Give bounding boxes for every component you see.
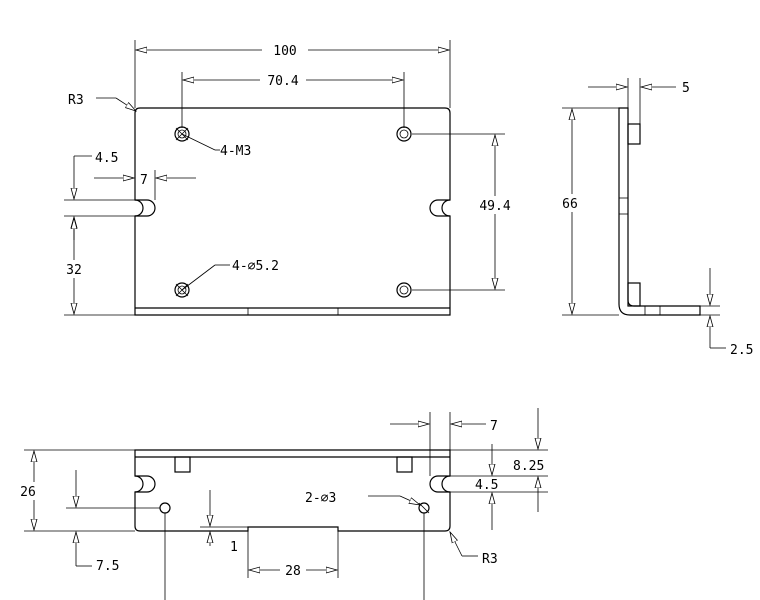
- dim-front-height: 26: [20, 485, 36, 500]
- dim-front-hole-offset: 7.5: [96, 559, 119, 574]
- dim-hole-spacing-v: 49.4: [479, 199, 510, 214]
- dim-overall-width: 100: [273, 44, 296, 59]
- dim-radius-top: R3: [68, 93, 84, 108]
- dim-front-slot-gap: 4.5: [475, 478, 498, 493]
- dim-slot-depth-left: 7: [140, 173, 148, 188]
- hole-top-right: [396, 126, 412, 142]
- hole-bottom-right: [396, 282, 412, 298]
- front-outline: [134, 449, 451, 532]
- front-view: 26 7.5 1 28 2-∅3 7 8: [16, 408, 548, 600]
- dim-hole-spacing-h: 70.4: [267, 74, 298, 89]
- slot-left: [135, 199, 156, 217]
- side-view: 5 66 2.5: [560, 78, 753, 358]
- dim-bend-offset: 2.5: [730, 343, 753, 358]
- dim-side-thickness: 5: [682, 81, 690, 96]
- dim-front-slot-depth: 8.25: [513, 459, 544, 474]
- plate-outline: [134, 107, 451, 316]
- top-view: 100 70.4 R3 4-M3 4.5 7 32: [62, 40, 516, 316]
- dim-thru-holes: 4-∅5.2: [232, 259, 279, 274]
- front-hole-left: [159, 502, 171, 514]
- slot-right: [429, 199, 450, 217]
- dim-front-holes: 2-∅3: [305, 491, 336, 506]
- dim-radius-bottom: R3: [482, 552, 498, 567]
- dim-side-height: 66: [562, 197, 578, 212]
- dim-slot-width-left: 4.5: [95, 151, 118, 166]
- dim-bottom-to-slot: 32: [66, 263, 82, 278]
- dim-front-notch-width: 28: [285, 564, 301, 579]
- dim-front-slot-width: 7: [490, 419, 498, 434]
- dim-front-step: 1: [230, 540, 238, 555]
- bracket-profile: [618, 107, 701, 316]
- dim-tapped-holes: 4-M3: [220, 144, 251, 159]
